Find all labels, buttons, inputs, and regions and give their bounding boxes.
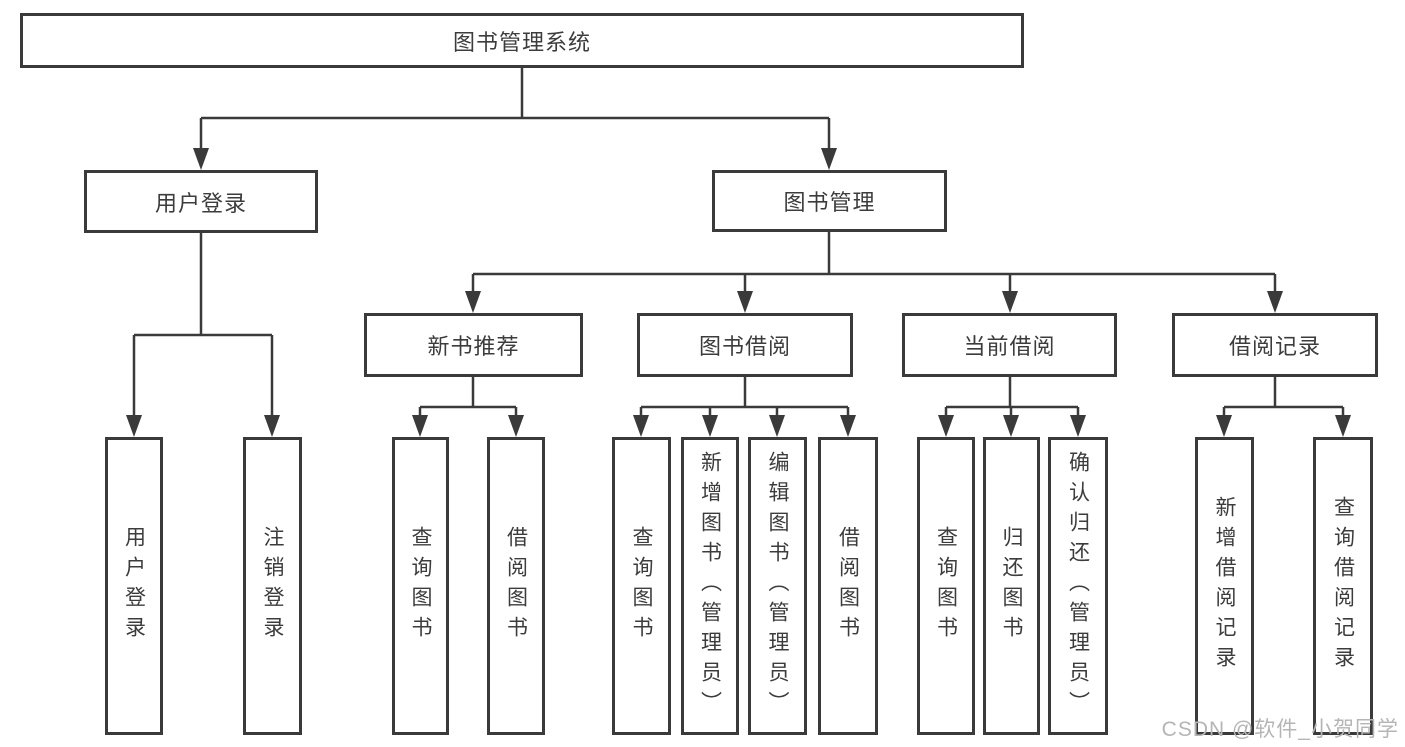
node-label: 查询图书 [409, 526, 432, 646]
node-label: 编辑图书（管理员） [766, 451, 789, 721]
connector-root-to-level2 [193, 68, 837, 170]
node-book-management-branch: 图书管理 [712, 170, 947, 232]
leaf-user-login: 用户登录 [105, 437, 163, 735]
node-new-book-recommend: 新书推荐 [364, 313, 583, 377]
node-library-system-root: 图书管理系统 [20, 13, 1024, 68]
node-label: 查询借阅记录 [1331, 496, 1355, 676]
connector-book-borrow-to-leaves [633, 377, 856, 437]
node-label: 图书借阅 [698, 334, 791, 359]
node-borrow-records: 借阅记录 [1172, 313, 1378, 377]
leaf-confirm-return-admin: 确认归还（管理员） [1048, 437, 1108, 735]
node-label: 借阅图书 [504, 526, 528, 646]
node-current-borrow: 当前借阅 [902, 313, 1117, 377]
leaf-query-books-current: 查询图书 [917, 437, 975, 735]
node-label: 查询图书 [630, 526, 653, 646]
leaf-edit-book-admin: 编辑图书（管理员） [748, 437, 807, 735]
leaf-query-books-recommend: 查询图书 [392, 437, 449, 735]
node-label: 借阅记录 [1228, 334, 1321, 359]
connector-borrow-records-to-leaves [1216, 377, 1351, 437]
node-label: 用户登录 [154, 190, 247, 216]
leaf-return-book: 归还图书 [983, 437, 1040, 735]
node-label: 确认归还（管理员） [1066, 451, 1090, 721]
node-label: 查询图书 [934, 526, 958, 646]
node-label: 归还图书 [1000, 526, 1023, 646]
node-user-login-branch: 用户登录 [84, 170, 318, 233]
leaf-borrow-books: 借阅图书 [818, 437, 878, 735]
node-label: 新书推荐 [427, 334, 520, 359]
leaf-add-borrow-record: 新增借阅记录 [1195, 437, 1254, 735]
connector-new-book-to-leaves [412, 377, 524, 437]
node-book-borrow: 图书借阅 [637, 313, 853, 377]
leaf-logout: 注销登录 [243, 437, 302, 735]
leaf-query-books-borrow: 查询图书 [612, 437, 671, 735]
connector-current-borrow-to-leaves [938, 377, 1086, 437]
leaf-borrow-books-recommend: 借阅图书 [487, 437, 545, 735]
node-label: 图书管理系统 [452, 29, 591, 55]
node-label: 用户登录 [122, 526, 146, 646]
node-label: 借阅图书 [836, 526, 860, 646]
node-label: 注销登录 [261, 526, 284, 646]
leaf-query-borrow-record: 查询借阅记录 [1313, 437, 1373, 735]
leaf-add-book-admin: 新增图书（管理员） [681, 437, 739, 735]
node-label: 新增借阅记录 [1213, 496, 1236, 676]
node-label: 新增图书（管理员） [698, 451, 722, 721]
connector-book-mgmt-to-level3 [465, 232, 1283, 313]
node-label: 图书管理 [783, 190, 876, 215]
node-label: 当前借阅 [963, 334, 1056, 359]
connector-user-login-to-leaves [126, 233, 280, 437]
